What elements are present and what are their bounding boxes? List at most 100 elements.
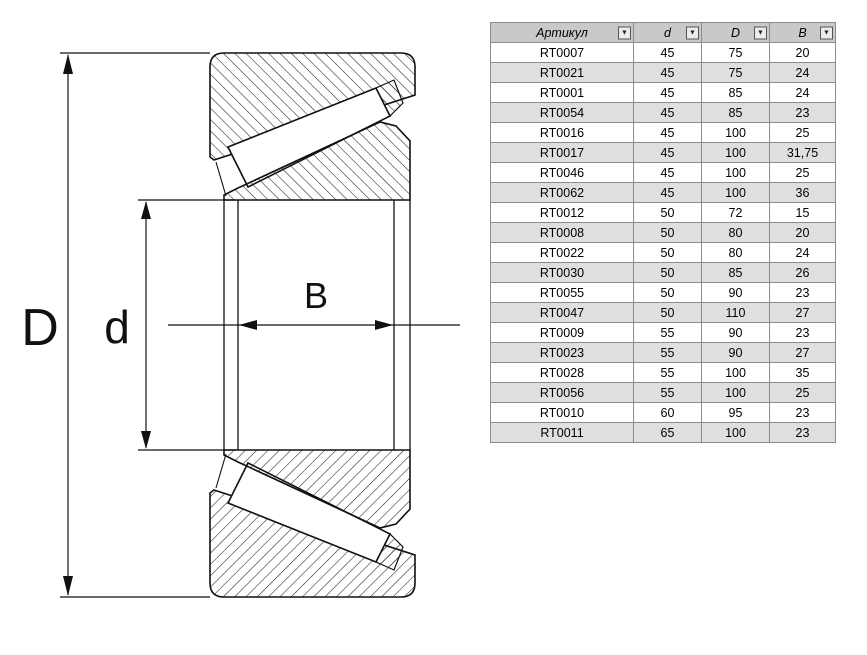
table-cell: 23 xyxy=(769,102,836,123)
filter-dropdown-button[interactable]: ▼ xyxy=(618,26,631,39)
table-cell: 90 xyxy=(701,342,770,363)
table-cell: 24 xyxy=(769,242,836,263)
table-cell: 25 xyxy=(769,122,836,143)
bearing-diagram: D d B xyxy=(21,52,460,598)
arrowhead-down-icon xyxy=(63,576,73,596)
table-cell: RT0010 xyxy=(490,402,634,423)
table-cell: 100 xyxy=(701,142,770,163)
table-cell: 80 xyxy=(701,242,770,263)
table-cell: 72 xyxy=(701,202,770,223)
arrowhead-up-icon xyxy=(63,54,73,74)
table-cell: 25 xyxy=(769,162,836,183)
table-cell: RT0007 xyxy=(490,42,634,63)
table-cell: 55 xyxy=(633,322,702,343)
bearing-bottom-half xyxy=(209,324,416,598)
dimension-width: B xyxy=(168,275,460,330)
table-cell: 45 xyxy=(633,42,702,63)
table-cell: 45 xyxy=(633,182,702,203)
arrowhead-down-icon xyxy=(141,431,151,449)
table-cell: RT0017 xyxy=(490,142,634,163)
table-cell: 45 xyxy=(633,82,702,103)
table-cell: RT0030 xyxy=(490,262,634,283)
label-bore-diameter: d xyxy=(104,301,130,353)
bearing-top-half xyxy=(209,52,416,325)
arrowhead-left-icon xyxy=(239,320,257,330)
table-cell: 23 xyxy=(769,402,836,423)
table-cell: 95 xyxy=(701,402,770,423)
table-cell: 31,75 xyxy=(769,142,836,163)
bearing-cross-section-svg: D d B xyxy=(21,52,460,598)
table-cell: 100 xyxy=(701,182,770,203)
table-cell: RT0008 xyxy=(490,222,634,243)
table-cell: 23 xyxy=(769,282,836,303)
table-cell: 50 xyxy=(633,302,702,323)
table-cell: 45 xyxy=(633,62,702,83)
filter-dropdown-button[interactable]: ▼ xyxy=(686,26,699,39)
table-cell: RT0028 xyxy=(490,362,634,383)
table-cell: RT0047 xyxy=(490,302,634,323)
column-header-label: B xyxy=(798,25,807,40)
table-cell: RT0009 xyxy=(490,322,634,343)
column-header-D: D▼ xyxy=(701,22,770,43)
table-cell: 45 xyxy=(633,122,702,143)
column-header-label: D xyxy=(730,25,741,40)
arrowhead-right-icon xyxy=(375,320,393,330)
table-cell: 27 xyxy=(769,342,836,363)
table-cell: RT0054 xyxy=(490,102,634,123)
table-cell: 15 xyxy=(769,202,836,223)
table-cell: 45 xyxy=(633,102,702,123)
table-cell: RT0046 xyxy=(490,162,634,183)
table-cell: 24 xyxy=(769,62,836,83)
table-cell: RT0011 xyxy=(490,422,634,443)
cage-line xyxy=(215,161,227,197)
table-cell: 50 xyxy=(633,282,702,303)
table-header-row: Артикул▼d▼D▼B▼ xyxy=(490,22,836,43)
filter-dropdown-button[interactable]: ▼ xyxy=(754,26,767,39)
table-cell: 75 xyxy=(701,62,770,83)
table-cell: RT0021 xyxy=(490,62,634,83)
table-cell: 20 xyxy=(769,222,836,243)
label-outer-diameter: D xyxy=(21,299,59,357)
label-width: B xyxy=(304,275,328,316)
table-cell: 27 xyxy=(769,302,836,323)
table-header: Артикул▼d▼D▼B▼ xyxy=(490,22,836,43)
arrowhead-up-icon xyxy=(141,201,151,219)
column-header-d: d▼ xyxy=(633,22,702,43)
table-cell: 45 xyxy=(633,142,702,163)
filter-dropdown-button[interactable]: ▼ xyxy=(820,26,833,39)
column-header-label: Артикул xyxy=(536,25,588,40)
inner-ring-section xyxy=(223,121,411,201)
table-cell: 90 xyxy=(701,322,770,343)
table-cell: 60 xyxy=(633,402,702,423)
table-cell: RT0055 xyxy=(490,282,634,303)
table-cell: RT0056 xyxy=(490,382,634,403)
table-cell: 50 xyxy=(633,222,702,243)
table-cell: 50 xyxy=(633,242,702,263)
dimension-bore-diameter: d xyxy=(104,199,236,451)
roller-small-end xyxy=(375,79,404,118)
dimension-outer-diameter: D xyxy=(21,52,210,598)
table-cell: 24 xyxy=(769,82,836,103)
table-cell: RT0001 xyxy=(490,82,634,103)
table-cell: 100 xyxy=(701,362,770,383)
table-cell: RT0016 xyxy=(490,122,634,143)
column-header-article: Артикул ▼ xyxy=(490,22,634,43)
